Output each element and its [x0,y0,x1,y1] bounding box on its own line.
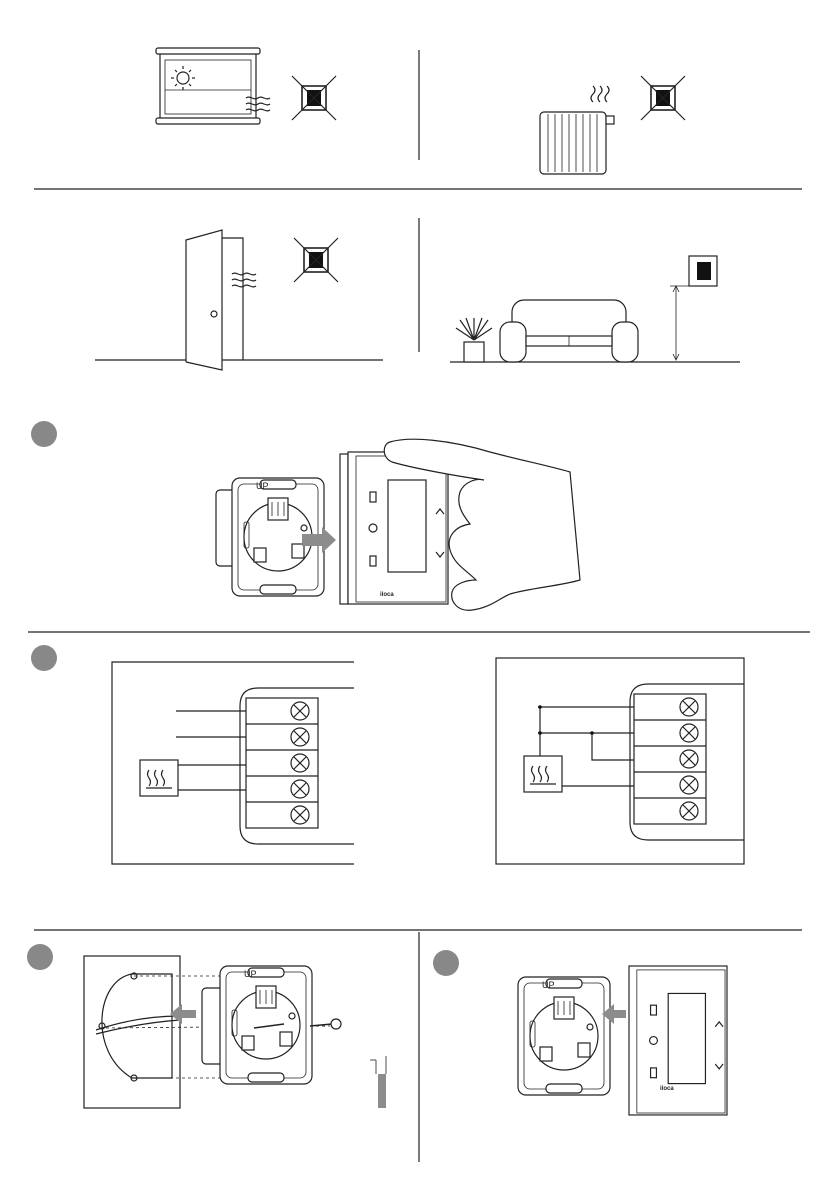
panel-door [95,230,383,370]
wiring-diagram-right [496,658,744,864]
step-1-attach-front: UP iloca [216,439,580,610]
terminal-screw-icon [291,780,309,798]
step-2-marker [31,645,57,671]
crossed-thermostat-icon [292,76,336,120]
brand-label: iloca [660,1086,674,1092]
radiator-icon [540,112,614,174]
panel-radiator [540,76,685,174]
terminal-screw-icon [680,802,698,820]
step-1-marker [31,421,57,447]
step-4-marker [433,950,459,976]
heating-element-icon [524,756,562,792]
up-label: UP [256,481,269,491]
thermostat-icon [689,256,717,286]
crossed-thermostat-icon [641,76,685,120]
wiring-diagram-left [112,662,354,864]
height-dimension [670,286,690,360]
panel-height-placement [450,256,740,362]
sofa-icon [500,300,638,362]
step-4-attach-front: UP iloca [518,966,727,1115]
brand-label: iloca [380,592,394,598]
heat-waves-icon [591,86,609,102]
terminal-screw-icon [680,750,698,768]
up-label: UP [542,980,555,990]
crossed-thermostat-icon [294,238,338,282]
terminal-screw-icon [291,702,309,720]
heating-element-icon [140,760,178,796]
plant-icon [456,318,492,362]
terminal-screw-icon [291,754,309,772]
heat-waves-icon [232,273,256,287]
terminal-screw-icon [680,724,698,742]
window-frame [160,52,256,120]
step-3-mount-base: UP [84,956,386,1108]
door-icon [186,230,222,370]
panel-sun-window [156,48,336,124]
up-label: UP [244,969,257,979]
terminal-screw-icon [680,698,698,716]
terminal-screw-icon [680,776,698,794]
terminal-screw-icon [291,806,309,824]
length-gauge [370,1056,386,1108]
step-3-marker [27,944,53,970]
terminal-screw-icon [291,728,309,746]
